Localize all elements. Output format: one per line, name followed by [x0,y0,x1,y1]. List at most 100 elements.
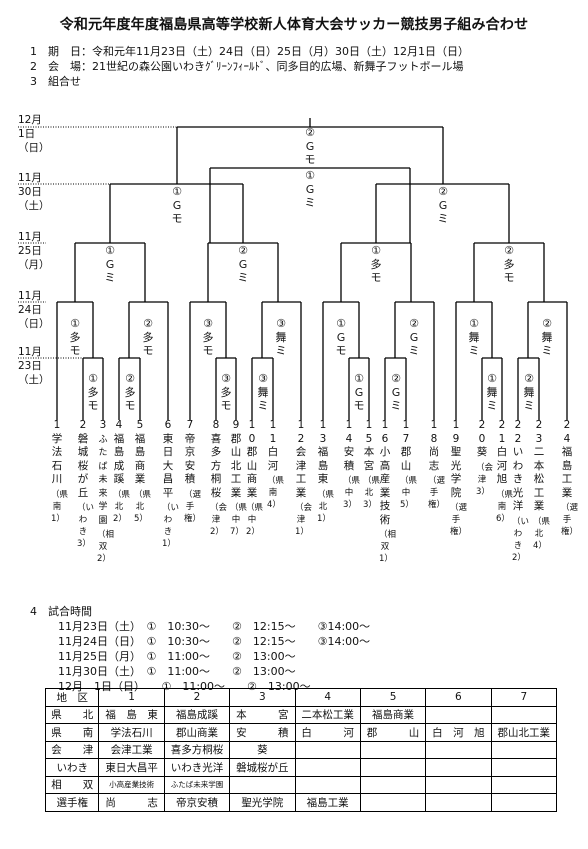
team-name: いわき光洋 [512,446,524,512]
round-label-nov23: 11月 23日 （土） [18,345,50,387]
table-cell: 聖光学院 [229,793,296,812]
team-name: 東日大昌平 [162,432,174,499]
team-number: 5 [136,419,144,431]
round-month: 11月 [18,231,42,243]
r1-8-line [517,357,540,420]
team-area: （選手権） [561,503,579,537]
table-cell [425,705,492,724]
table-cell: 福島工業 [294,793,361,812]
table-cell-area: 選手権 [44,793,100,812]
table-cell: 白 河 [294,723,361,742]
table-cell: 福島成蹊 [163,705,231,724]
match-r1-3: ③多モ [220,372,232,412]
table-cell [294,758,361,777]
table-cell: 東日大昌平 [98,758,165,777]
table-cell [294,775,361,794]
team-number: 11 [269,419,277,445]
team-name: 本宮 [363,446,375,472]
third-place-line [209,167,411,243]
match-r2-4: ③舞ミ [275,317,287,357]
round-day: 1日 [18,128,36,140]
match-r1-4: ③舞ミ [257,372,269,412]
team-number: 16 [381,419,389,445]
team-name: 郡山 [400,446,412,472]
table-cell [425,793,492,812]
round-month: 11月 [18,346,42,358]
team-number: 1 [53,419,61,431]
team-name: 小高産業技術 [379,446,391,526]
team-number: 23 [535,419,543,445]
match-qf-4: ②多モ [503,244,515,284]
team-number: 18 [430,419,438,445]
match-qf-3: ①多モ [370,244,382,284]
round-weekday: （日） [18,142,50,154]
table-header-cell: 3 [229,688,296,707]
match-r2-8: ②舞ミ [541,317,553,357]
round-weekday: （土） [18,200,50,212]
match-r2-2: ②多モ [142,317,154,357]
round-label-nov25: 11月 25日 （月） [18,230,50,272]
table-cell: 二本松工業 [294,705,361,724]
team-number: 13 [319,419,327,445]
round-month: 11月 [18,290,42,302]
table-cell: 郡山商業 [163,723,231,742]
team-area: （県北4） [533,516,551,551]
match-third-place: ①Ｇミ [304,169,316,209]
table-row: 県 北 福 島 東 福島成蹊 本 宮 二本松工業 福島商業 [44,705,558,724]
r2-1-line [56,301,94,420]
page-title: 令和元年度年度福島県高等学校新人体育大会サッカー競技男子組み合わせ [59,17,529,33]
r1-1-line [82,357,104,420]
match-r2-6: ②Ｇミ [408,317,420,357]
team-area: （いわき2） [512,516,530,563]
r2-4-line [261,301,302,420]
team-area: （選手権） [450,503,468,537]
round-label-nov30: 11月 30日 （土） [18,171,50,213]
qf2-line [207,242,279,302]
table-cell: 郡 山 [359,723,427,742]
table-cell-area: 県 南 [44,723,100,742]
team-name: 尚志 [428,446,440,472]
table-header-cell: 7 [490,688,558,707]
team-area: （選手権） [428,476,446,510]
table-cell: 葵 [229,740,296,759]
team-number: 17 [402,419,410,445]
round-weekday: （土） [18,374,50,386]
team-name: 会津工業 [295,446,307,499]
team-number: 19 [452,419,460,445]
qf3-line [340,242,412,302]
table-cell [490,705,558,724]
team-number: 3 [99,419,107,431]
qf1-line [74,242,146,302]
team-name: 白河 [267,446,279,472]
match-r1-7: ①舞ミ [486,372,498,412]
match-r1-1: ①多モ [87,372,99,412]
table-cell: 安 積 [229,723,296,742]
table-row: 会 津 会津工業 喜多方桐桜 葵 [44,740,558,759]
team-name: 葵 [476,446,488,458]
match-semifinal-right: ②Ｇミ [437,185,449,225]
table-cell: 尚 志 [98,793,165,812]
table-row: 相 双 小高産業技術 ふたば未来学園 [44,775,558,794]
team-number: 6 [164,419,172,431]
team-number: 24 [563,419,571,445]
match-r2-3: ③多モ [202,317,214,357]
match-r2-7: ①舞ミ [468,317,480,357]
team-area: （選手権） [184,489,202,524]
schedule-row-nov23: 11月23日（土） ① 10:30～ ② 12:15～ ③14:00～ [58,620,371,633]
table-cell: 本 宮 [229,705,296,724]
schedule-heading: 4 試合時間 [30,605,92,618]
info-bracket-heading: 3 組合せ [30,75,81,88]
table-cell-area: 相 双 [44,775,100,794]
team-area: （県南4） [267,476,285,510]
semifinal-right-line [375,183,510,243]
team-number: 7 [186,419,194,431]
